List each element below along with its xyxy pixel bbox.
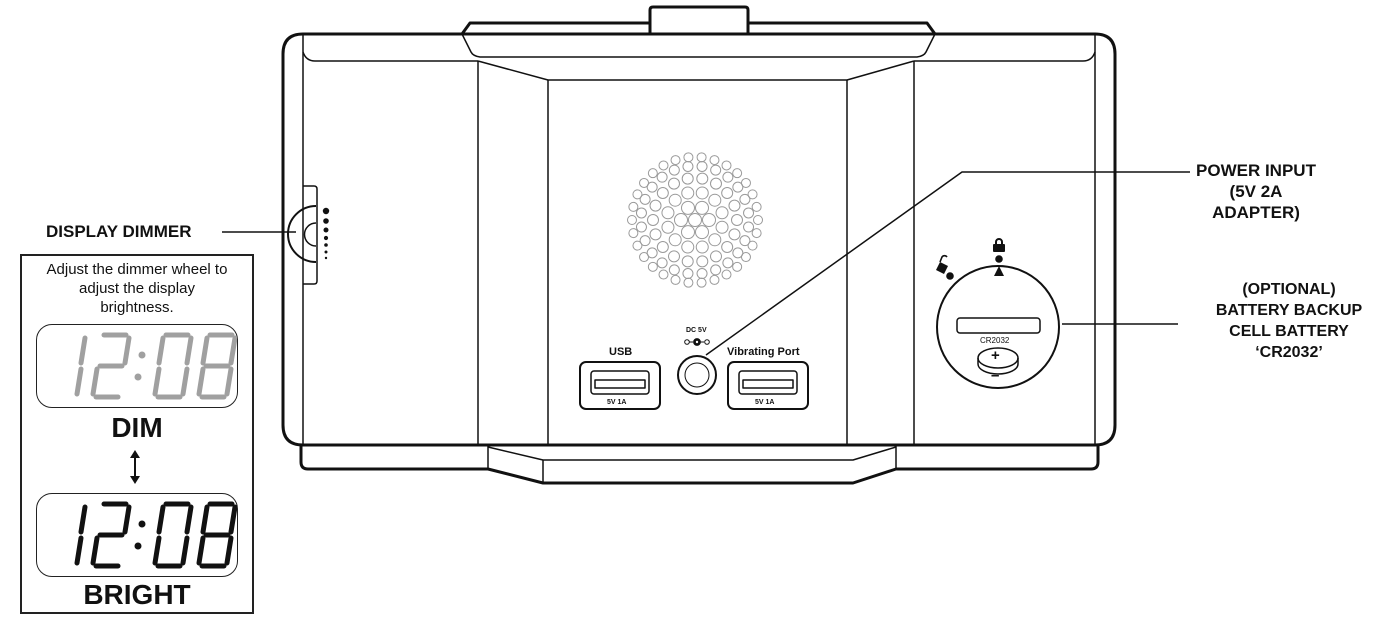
usb-label: USB bbox=[609, 346, 633, 358]
top-trim bbox=[460, 21, 937, 35]
main-body bbox=[281, 32, 1117, 447]
usb-rating: 5V 1A bbox=[607, 399, 627, 406]
battery-minus-sign: – bbox=[991, 367, 1000, 384]
battery-backup-callout: (OPTIONAL) BATTERY BACKUP CELL BATTERY ‘… bbox=[1204, 279, 1374, 363]
dim-display bbox=[36, 324, 238, 408]
battery-cell-type: CR2032 bbox=[980, 336, 1010, 345]
power-input-line-1: POWER INPUT bbox=[1196, 161, 1316, 180]
dc-jack bbox=[677, 355, 717, 395]
speaker-grille bbox=[627, 152, 763, 288]
battery-callout-line-2: BATTERY BACKUP bbox=[1215, 302, 1363, 319]
bright-display bbox=[36, 493, 238, 577]
lock-icon bbox=[993, 238, 1005, 276]
usb-port-housing bbox=[579, 361, 661, 410]
dimmer-level-dots bbox=[322, 207, 330, 260]
dc-polarity-icon bbox=[684, 338, 710, 346]
vibrating-port-housing bbox=[727, 361, 809, 410]
dimmer-description-line-1: Adjust the dimmer wheel to bbox=[46, 261, 228, 278]
dc-label: DC 5V bbox=[686, 327, 707, 334]
dim-display-digits bbox=[74, 332, 238, 400]
dim-label: DIM bbox=[111, 412, 163, 443]
dimmer-description-line-3: brightness. bbox=[100, 299, 174, 316]
battery-plus-sign: + bbox=[991, 347, 1000, 364]
dimmer-info-panel: Adjust the dimmer wheel to adjust the di… bbox=[20, 254, 254, 614]
power-input-line-2: (5V 2A bbox=[1229, 182, 1283, 201]
battery-cover bbox=[936, 265, 1060, 389]
dimmer-description: Adjust the dimmer wheel to adjust the di… bbox=[22, 260, 252, 317]
power-input-line-3: ADAPTER) bbox=[1212, 203, 1300, 222]
bottom-base bbox=[299, 446, 1100, 485]
vibrating-port-rating: 5V 1A bbox=[755, 399, 775, 406]
up-down-arrow-icon bbox=[130, 450, 140, 484]
battery-callout-line-3: CELL BATTERY bbox=[1229, 323, 1349, 340]
battery-callout-line-4: ‘CR2032’ bbox=[1255, 344, 1323, 361]
bright-label: BRIGHT bbox=[83, 579, 191, 610]
power-input-leader bbox=[705, 171, 1190, 356]
vibrating-port-label: Vibrating Port bbox=[727, 346, 800, 358]
display-dimmer-callout: DISPLAY DIMMER bbox=[46, 222, 192, 241]
battery-callout-line-1: (OPTIONAL) bbox=[1242, 281, 1336, 298]
top-tab bbox=[648, 5, 750, 33]
power-input-callout: POWER INPUT (5V 2A ADAPTER) bbox=[1196, 160, 1316, 223]
bright-display-digits bbox=[74, 501, 238, 569]
dimmer-description-line-2: adjust the display bbox=[79, 280, 195, 297]
unlock-icon bbox=[936, 254, 954, 280]
